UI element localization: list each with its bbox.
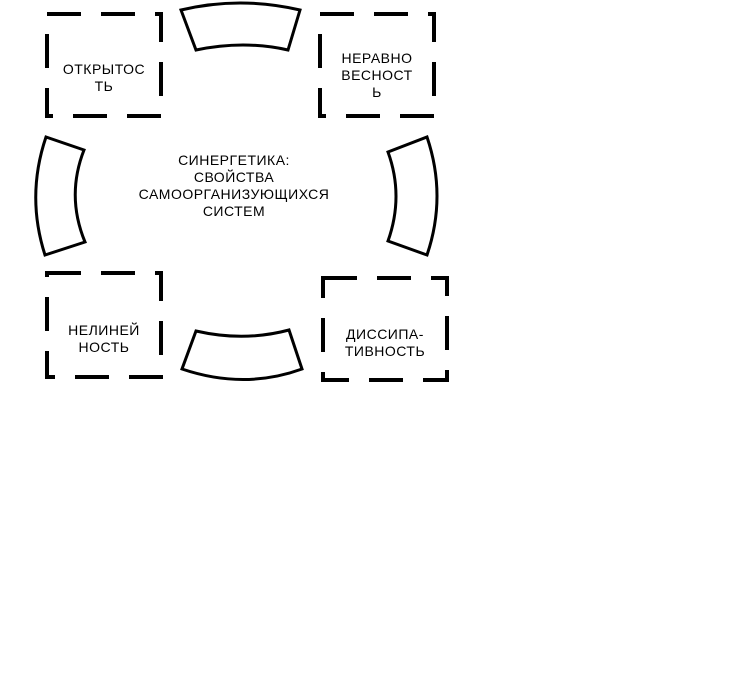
center-title-line-2: СВОЙСТВА — [193, 169, 275, 185]
nonequilibrium-box — [318, 12, 436, 118]
dissipativity-label-line-2: ТИВНОСТЬ — [344, 343, 426, 359]
nonlinearity-box — [45, 271, 163, 379]
openness-box — [45, 12, 163, 118]
dissipativity-label: ДИССИПА- ТИВНОСТЬ — [323, 326, 447, 360]
left-arc-connector — [34, 135, 88, 257]
dissipativity-box — [321, 276, 449, 382]
nonlinearity-label-line-1: НЕЛИНЕЙ — [68, 322, 140, 338]
top-arc-connector — [178, 1, 302, 52]
nonequilibrium-label-line-1: НЕРАВНО — [341, 50, 413, 66]
nonlinearity-label-line-2: НОСТЬ — [78, 339, 130, 355]
center-title-line-3: САМООРГАНИЗУЮЩИХСЯ — [138, 186, 330, 202]
openness-label-line-1: ОТКРЫТОС — [62, 61, 146, 77]
nonequilibrium-label-line-2: ВЕСНОСТ — [341, 67, 413, 83]
nonequilibrium-label-line-3: Ь — [372, 84, 382, 100]
bottom-arc-connector — [180, 328, 304, 381]
nonequilibrium-label: НЕРАВНО ВЕСНОСТ Ь — [320, 50, 434, 101]
center-title: СИНЕРГЕТИКА: СВОЙСТВА САМООРГАНИЗУЮЩИХСЯ… — [114, 152, 354, 220]
right-arc-connector — [386, 135, 439, 257]
nonlinearity-label: НЕЛИНЕЙ НОСТЬ — [47, 322, 161, 356]
center-title-line-4: СИСТЕМ — [202, 203, 266, 219]
center-title-line-1: СИНЕРГЕТИКА: — [178, 152, 290, 168]
dissipativity-label-line-1: ДИССИПА- — [346, 326, 424, 342]
openness-label: ОТКРЫТОС ТЬ — [47, 61, 161, 95]
openness-label-line-2: ТЬ — [94, 78, 114, 94]
